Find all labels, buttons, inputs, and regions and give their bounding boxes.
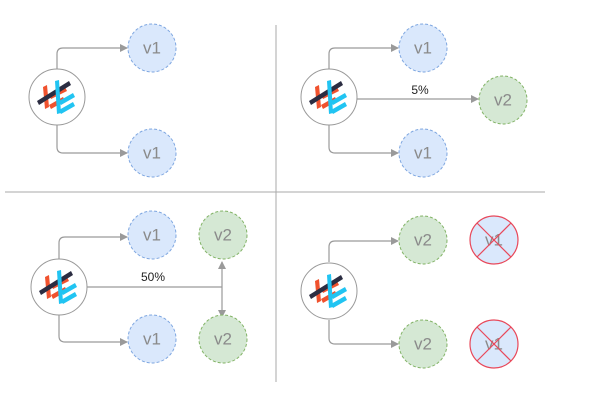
quadrant-all-v2: v2 v2 v1 v1 <box>300 215 519 369</box>
v2-node <box>198 210 248 260</box>
v2-node <box>398 215 448 265</box>
router-logo-icon <box>300 262 358 320</box>
v2-node <box>198 314 248 364</box>
traffic-percent-label: 50% <box>141 270 165 284</box>
router-logo-icon <box>28 68 86 126</box>
v2-node-label: v2 <box>414 335 432 354</box>
v1-node <box>127 128 177 178</box>
removed-v1-node: v1 <box>469 319 519 369</box>
v2-node-label: v2 <box>494 91 512 110</box>
v2-node-label: v2 <box>414 231 432 250</box>
v2-node-label: v2 <box>214 226 232 245</box>
v1-node-label: v1 <box>414 39 432 58</box>
v1-node-label: v1 <box>143 226 161 245</box>
v1-node <box>398 128 448 178</box>
v2-node <box>398 319 448 369</box>
v2-node <box>478 75 528 125</box>
traffic-percent-label: 5% <box>411 83 429 97</box>
router-logo-icon <box>30 258 88 316</box>
v1-node <box>127 23 177 73</box>
v1-node-label: v1 <box>414 144 432 163</box>
v1-node-label: v1 <box>143 39 161 58</box>
quadrant-all-v1: v1 v1 <box>28 23 177 178</box>
removed-v1-node: v1 <box>469 215 519 265</box>
quadrant-canary-5-percent: 5% v1 v1 v2 <box>300 23 528 178</box>
v1-node <box>398 23 448 73</box>
v1-node <box>127 210 177 260</box>
router-logo-icon <box>300 68 358 126</box>
v2-node-label: v2 <box>214 330 232 349</box>
v1-node-label: v1 <box>143 330 161 349</box>
v1-node <box>127 314 177 364</box>
v1-node-label: v1 <box>143 144 161 163</box>
quadrant-canary-50-percent: 50% v1 v1 v2 v2 <box>30 210 248 364</box>
